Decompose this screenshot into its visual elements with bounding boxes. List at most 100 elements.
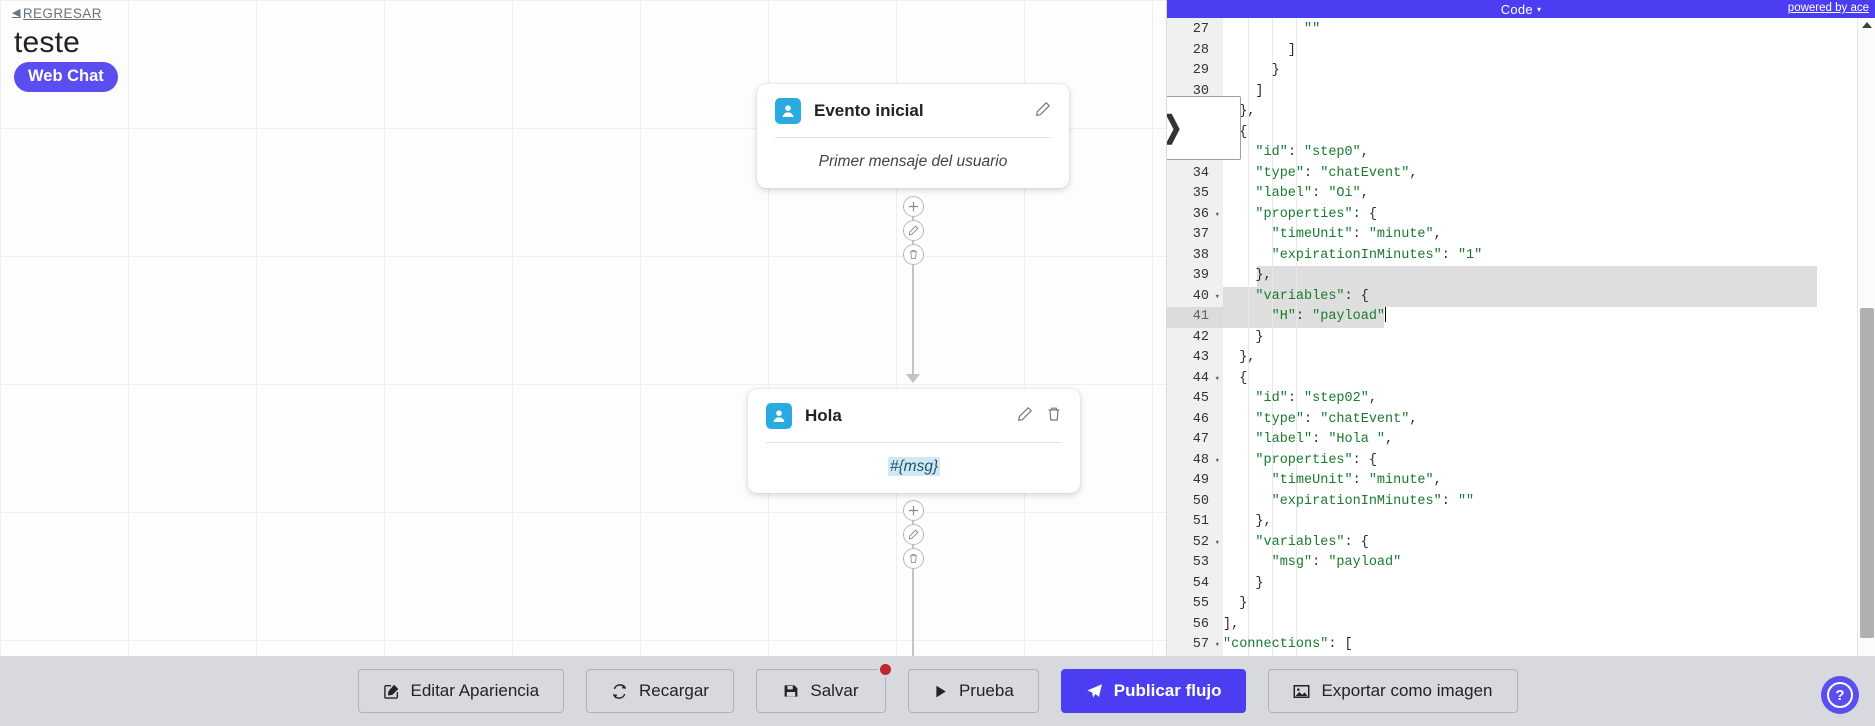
code-area[interactable]: 272829303132▾33343536▾37383940▾41424344▾… xyxy=(1167,18,1875,656)
line-number: 49 xyxy=(1192,473,1209,488)
line-number: 54 xyxy=(1192,575,1209,591)
toolbar-button-label: Prueba xyxy=(958,681,1014,700)
flow-node-hola[interactable]: Hola #{msg} xyxy=(748,389,1080,493)
chevron-right-icon: ❯ xyxy=(1167,113,1183,143)
line-number: 47 xyxy=(1192,432,1209,447)
code-line[interactable]: "timeUnit": "minute", xyxy=(1271,473,1442,488)
flow-canvas[interactable]: ◀REGRESAR teste Web Chat xyxy=(0,0,1166,656)
text-cursor xyxy=(1385,307,1387,322)
code-line[interactable]: "H": "payload" xyxy=(1271,307,1387,324)
code-line[interactable]: } xyxy=(1223,329,1264,345)
help-button[interactable]: ? xyxy=(1821,676,1859,714)
node-actions[interactable] xyxy=(1017,406,1062,427)
toolbar-button-label: Editar Apariencia xyxy=(410,681,540,700)
question-mark-icon: ? xyxy=(1827,682,1853,708)
code-line[interactable]: "timeUnit": "minute", xyxy=(1271,227,1442,242)
code-line[interactable]: "properties": { xyxy=(1255,206,1377,222)
code-line[interactable]: "id": "step02", xyxy=(1255,391,1377,406)
code-line[interactable]: }, xyxy=(1239,104,1256,119)
code-line[interactable]: ] xyxy=(1223,83,1264,99)
line-number: 39 xyxy=(1192,268,1209,283)
code-line[interactable]: "msg": "payload" xyxy=(1271,555,1402,570)
back-link[interactable]: ◀REGRESAR xyxy=(12,6,102,21)
toolbar-button-exportar-como-imagen[interactable]: Exportar como imagen xyxy=(1268,669,1518,713)
toolbar-button-prueba[interactable]: Prueba xyxy=(907,669,1039,713)
line-number: 29 xyxy=(1192,63,1209,78)
code-line[interactable]: } xyxy=(1223,575,1264,591)
fold-toggle-icon[interactable]: ▾ xyxy=(1214,455,1220,466)
fold-toggle-icon[interactable]: ▾ xyxy=(1214,373,1220,384)
edit-icon[interactable] xyxy=(1017,406,1033,427)
editor-header: Code ▾ powered by ace xyxy=(1167,0,1875,18)
fold-widget-popup[interactable]: ❯ xyxy=(1167,96,1241,160)
code-line[interactable]: "variables": { xyxy=(1255,534,1369,550)
code-line[interactable]: }, xyxy=(1223,514,1272,529)
code-line[interactable]: "id": "step0", xyxy=(1255,145,1369,160)
node-1-connector-buttons[interactable] xyxy=(903,196,924,265)
code-line[interactable]: }, xyxy=(1223,268,1272,283)
delete-icon[interactable] xyxy=(903,244,924,265)
node-title: Hola xyxy=(805,406,842,425)
code-line[interactable]: { xyxy=(1239,124,1248,140)
code-line[interactable]: "properties": { xyxy=(1255,452,1377,468)
add-icon[interactable] xyxy=(903,196,924,217)
fold-toggle-icon[interactable]: ▾ xyxy=(1214,291,1220,302)
code-line[interactable]: "type": "chatEvent", xyxy=(1255,165,1418,181)
fold-toggle-icon[interactable]: ▾ xyxy=(1214,640,1220,650)
code-line[interactable]: ] xyxy=(1223,42,1296,58)
edit-icon[interactable] xyxy=(1035,101,1051,122)
plus-glyph xyxy=(908,201,919,212)
line-number: 37 xyxy=(1192,227,1209,242)
code-text[interactable]: "" ] } ] }, { "id": "step0", "type": "ch… xyxy=(1223,18,1857,656)
scroll-up-icon[interactable] xyxy=(1862,22,1872,28)
line-number: 45 xyxy=(1192,391,1209,406)
code-line[interactable]: { xyxy=(1223,370,1248,386)
toolbar-button-recargar[interactable]: Recargar xyxy=(586,669,734,713)
code-line[interactable]: "type": "chatEvent", xyxy=(1255,411,1418,427)
scrollbar-thumb[interactable] xyxy=(1860,308,1874,638)
fold-toggle-icon[interactable]: ▾ xyxy=(1214,209,1220,220)
node-actions[interactable] xyxy=(1035,101,1051,122)
toolbar-button-publicar-flujo[interactable]: Publicar flujo xyxy=(1060,669,1247,713)
edit-icon[interactable] xyxy=(903,524,924,545)
code-line[interactable]: "expirationInMinutes": "" xyxy=(1271,493,1475,509)
page-title: teste xyxy=(14,26,81,59)
code-line[interactable]: "expirationInMinutes": "1" xyxy=(1271,247,1483,263)
node-2-connector-buttons[interactable] xyxy=(903,500,924,569)
line-number: 28 xyxy=(1192,42,1209,58)
chevron-down-icon: ▾ xyxy=(1536,4,1542,14)
flow-node-evento-inicial[interactable]: Evento inicial Primer mensaje del usuari… xyxy=(757,84,1069,188)
line-number: 30 xyxy=(1192,83,1209,99)
code-line[interactable]: "" xyxy=(1304,22,1321,37)
code-line[interactable]: "label": "Oi", xyxy=(1255,186,1369,201)
toolbar-button-editar-apariencia[interactable]: Editar Apariencia xyxy=(357,669,565,713)
editor-title: Code xyxy=(1500,1,1533,17)
code-line[interactable]: "variables": { xyxy=(1255,288,1369,304)
code-line[interactable]: "label": "Hola ", xyxy=(1255,432,1394,447)
code-line[interactable]: }, xyxy=(1223,350,1256,365)
toolbar-button-salvar[interactable]: Salvar xyxy=(755,662,893,713)
code-line[interactable]: ], xyxy=(1223,616,1240,632)
code-line[interactable]: "connections": [ xyxy=(1223,637,1353,652)
editor-mode-selector[interactable]: Code ▾ xyxy=(1501,2,1542,17)
editor-scrollbar[interactable] xyxy=(1857,18,1875,656)
delete-icon[interactable] xyxy=(903,548,924,569)
edit-square-icon xyxy=(383,683,400,700)
rocket-send-icon xyxy=(1086,683,1103,700)
line-number: 35 xyxy=(1192,186,1209,201)
unsaved-changes-badge xyxy=(877,662,893,677)
line-number: 48▾ xyxy=(1167,451,1223,472)
node-header: Evento inicial xyxy=(757,84,1069,137)
code-line[interactable]: } xyxy=(1223,596,1248,611)
add-icon[interactable] xyxy=(903,500,924,521)
back-link-label: REGRESAR xyxy=(22,6,102,21)
line-number: 53 xyxy=(1192,555,1209,570)
code-line[interactable]: } xyxy=(1223,63,1280,78)
pencil-glyph xyxy=(908,225,919,236)
delete-icon[interactable] xyxy=(1046,406,1062,427)
fold-toggle-icon[interactable]: ▾ xyxy=(1214,537,1220,548)
code-editor-panel[interactable]: Code ▾ powered by ace 272829303132▾33343… xyxy=(1166,0,1875,656)
powered-by-link[interactable]: powered by ace xyxy=(1787,2,1869,14)
line-number: 52▾ xyxy=(1167,533,1223,554)
edit-icon[interactable] xyxy=(903,220,924,241)
